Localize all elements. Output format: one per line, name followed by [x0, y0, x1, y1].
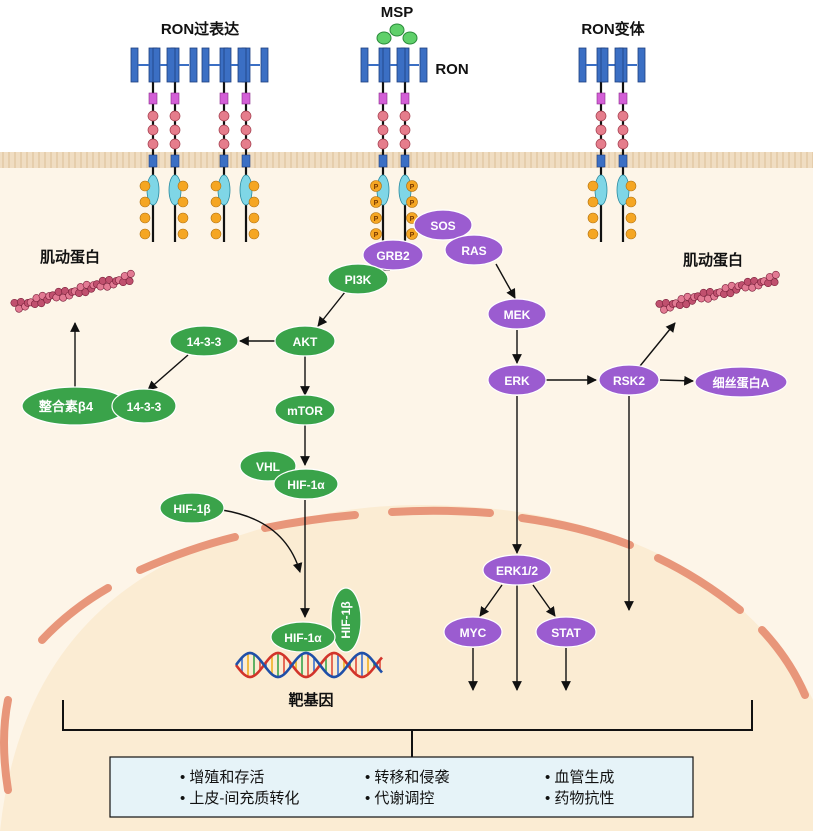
ron-overexpression-label: RON过表达 [161, 20, 239, 38]
14-3-3-top-label: 14-3-3 [187, 335, 222, 349]
erk12-label: ERK1/2 [496, 564, 538, 578]
hif1a-nuclear-label: HIF-1α [284, 631, 322, 645]
node-integrin-beta4: 整合素β4 [21, 386, 129, 426]
stat-label: STAT [551, 626, 581, 640]
outcome-angiogenesis: • 血管生成 [545, 769, 614, 786]
node-pi3k: PI3K [327, 263, 389, 295]
actin-label-right: 肌动蛋白 [683, 251, 743, 269]
outcome-box [109, 756, 694, 818]
msp-label: MSP [381, 4, 414, 21]
node-rsk2: RSK2 [598, 364, 660, 396]
node-mtor: mTOR [274, 394, 336, 426]
node-sos: SOS [413, 209, 473, 241]
outcome-proliferation: • 增殖和存活 [180, 769, 264, 786]
actin-filament-right-icon [655, 270, 780, 314]
phospho-label: P [410, 184, 415, 191]
outcome-bracket [62, 700, 753, 757]
node-myc: MYC [443, 616, 503, 648]
outcome-drug-resistance: • 药物抗性 [545, 790, 614, 807]
msp-ligand-icon [376, 23, 418, 45]
node-filamin-a: 细丝蛋白A [694, 366, 788, 398]
target-genes-label: 靶基因 [288, 691, 333, 709]
node-hif1a-nuclear: HIF-1α [270, 621, 336, 653]
phospho-label: P [374, 232, 379, 239]
hif1a-label: HIF-1α [287, 478, 325, 492]
phospho-label: P [374, 184, 379, 191]
filamin-label: 细丝蛋白A [713, 375, 770, 390]
erk-label: ERK [504, 374, 530, 388]
mtor-label: mTOR [287, 404, 323, 418]
integrin-label: 整合素β4 [38, 399, 94, 414]
grb2-label: GRB2 [376, 249, 410, 263]
node-erk12: ERK1/2 [482, 554, 552, 586]
node-ras: RAS [444, 234, 504, 266]
sos-label: SOS [430, 219, 455, 233]
node-hif1a: HIF-1α [273, 468, 339, 500]
nuclear-envelope [0, 506, 809, 794]
node-14-3-3-bottom: 14-3-3 [111, 388, 177, 424]
phospho-label: P [410, 216, 415, 223]
nucleus [0, 505, 813, 831]
node-erk: ERK [487, 364, 547, 396]
rsk2-label: RSK2 [613, 374, 645, 388]
outcome-metastasis: • 转移和侵袭 [365, 769, 449, 786]
phospho-label: P [374, 216, 379, 223]
mek-label: MEK [504, 308, 531, 322]
node-14-3-3-top: 14-3-3 [169, 325, 239, 357]
node-mek: MEK [487, 298, 547, 330]
node-akt: AKT [274, 325, 336, 357]
outcome-metabolism: • 代谢调控 [365, 790, 434, 807]
ron-label: RON [435, 61, 468, 78]
pi3k-label: PI3K [345, 273, 372, 287]
actin-filament-left-icon [10, 269, 135, 313]
phospho-label: P [410, 232, 415, 239]
outcome-emt: • 上皮-间充质转化 [180, 790, 299, 807]
pathway-arrows [70, 263, 694, 691]
node-grb2: GRB2 [362, 239, 424, 271]
14-3-3-bottom-label: 14-3-3 [127, 400, 162, 414]
ras-label: RAS [461, 244, 486, 258]
phospho-label: P [374, 200, 379, 207]
ron-variant-label: RON变体 [581, 20, 645, 38]
myc-label: MYC [460, 626, 487, 640]
actin-label-left: 肌动蛋白 [40, 248, 100, 266]
ron-receptor-chain-icon [152, 47, 189, 242]
node-hif1b-nuclear: HIF-1β [330, 587, 362, 653]
hif1b-nuclear-label: HIF-1β [339, 601, 353, 638]
hif1b-label: HIF-1β [173, 502, 210, 516]
node-hif1b: HIF-1β [159, 492, 225, 524]
dna-helix-icon [234, 651, 383, 679]
akt-label: AKT [293, 335, 318, 349]
receptor-group: P P P P P P P P [130, 47, 646, 242]
phospho-label: P [410, 200, 415, 207]
node-stat: STAT [535, 616, 597, 648]
vhl-label: VHL [256, 460, 280, 474]
